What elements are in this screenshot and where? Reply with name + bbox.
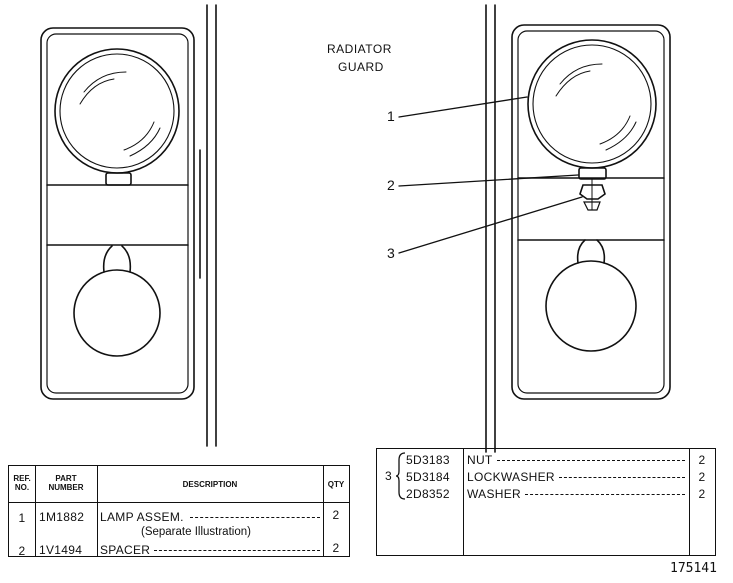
table-row-1-part: 1M1882 <box>39 510 85 524</box>
diagram-title-line-1: RADIATOR <box>327 42 392 56</box>
table-row-1-note: (Separate Illustration) <box>141 526 251 538</box>
callout-2: 2 <box>387 177 395 193</box>
table-row-2-description: SPACER <box>100 543 320 557</box>
table-row-lockwasher-description: LOCKWASHER <box>467 470 685 484</box>
callout-leaders <box>398 96 583 254</box>
table-row-washer-description: WASHER <box>467 487 685 501</box>
table-row-nut-description: NUT <box>467 453 685 467</box>
column-separator <box>35 466 36 556</box>
header-part-number: PART NUMBER <box>48 474 84 493</box>
parts-table-right: 3 5D3183 NUT 2 5D3184 LOCKWASHER 2 2D835… <box>376 448 716 556</box>
right-lamp-lens <box>527 39 657 169</box>
figure-number: 175141 <box>670 561 717 576</box>
group-brace <box>396 452 406 500</box>
table-row-1-qty: 2 <box>332 508 340 522</box>
table-row-1-description: LAMP ASSEM. <box>100 510 320 524</box>
table-row-nut-part: 5D3183 <box>406 453 450 467</box>
right-lamp-housing <box>511 24 671 400</box>
header-description: DESCRIPTION <box>182 480 238 489</box>
column-separator <box>689 449 690 555</box>
radiator-guard-bars-left <box>199 4 217 447</box>
callout-1: 1 <box>387 108 395 124</box>
table-row-washer-part: 2D8352 <box>406 487 450 501</box>
table-row-washer-qty: 2 <box>698 487 706 501</box>
table-row-lockwasher-part: 5D3184 <box>406 470 450 484</box>
header-qty: QTY <box>327 480 345 489</box>
table-row-1-ref: 1 <box>18 511 26 525</box>
column-separator <box>463 449 464 555</box>
left-lamp-housing <box>40 27 195 400</box>
callout-3: 3 <box>387 245 395 261</box>
right-lamp-bulb <box>545 239 637 352</box>
column-separator <box>97 466 98 556</box>
table-header-divider <box>9 502 349 503</box>
column-separator <box>323 466 324 556</box>
table-row-nut-qty: 2 <box>698 453 706 467</box>
group-ref: 3 <box>385 469 392 483</box>
radiator-guard-bars-right <box>485 4 496 453</box>
table-row-2-part: 1V1494 <box>39 543 83 557</box>
mounting-hardware-nut-washer <box>579 178 606 211</box>
diagram-title-line-2: GUARD <box>338 60 384 74</box>
parts-table-left: REF. NO. PART NUMBER DESCRIPTION QTY 1 1… <box>8 465 350 558</box>
header-ref-no: REF. NO. <box>13 474 31 493</box>
left-lamp-spacer <box>105 172 132 186</box>
left-lamp-lens <box>54 48 180 174</box>
table-row-2-ref: 2 <box>18 544 26 558</box>
table-row-lockwasher-qty: 2 <box>698 470 706 484</box>
table-row-2-qty: 2 <box>332 541 340 555</box>
left-lamp-bulb <box>73 245 161 357</box>
